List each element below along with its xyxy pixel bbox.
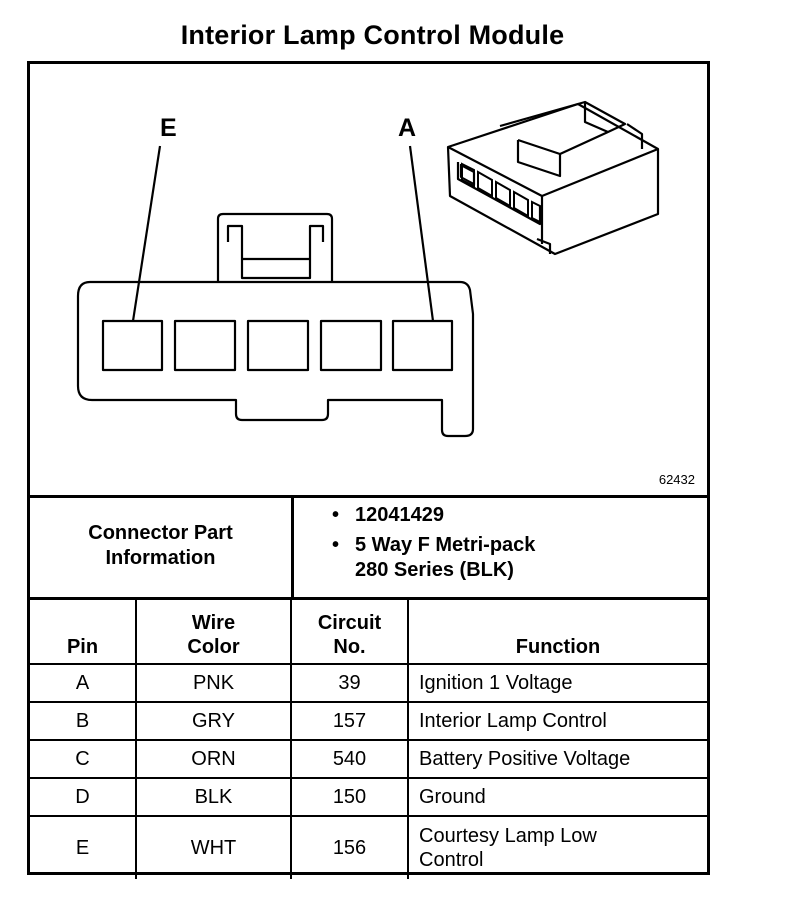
- wire-color-cell: BLK: [135, 777, 292, 817]
- table-row: C ORN 540 Battery Positive Voltage: [30, 739, 707, 779]
- pin-cell: A: [30, 663, 137, 703]
- connector-body: [76, 280, 475, 438]
- function-cell: Ground: [407, 777, 707, 817]
- wire-color-cell: WHT: [135, 815, 292, 879]
- leader-line-a: [408, 145, 435, 322]
- connector-latch-inner: [226, 224, 325, 280]
- header-function: Function: [407, 597, 707, 665]
- connector-info-section: Connector Part Information • 12041429 • …: [30, 495, 707, 600]
- cavity-c: [246, 319, 310, 372]
- connector-card: E A 62432 Connector Part Information • 1…: [27, 61, 710, 879]
- header-circuit-no: Circuit No.: [290, 597, 409, 665]
- pin-label-a: A: [398, 114, 417, 142]
- pin-cell: D: [30, 777, 137, 817]
- circuit-cell: 39: [290, 663, 409, 703]
- table-row: B GRY 157 Interior Lamp Control: [30, 701, 707, 741]
- connector-info-list: • 12041429 • 5 Way F Metri-pack 280 Seri…: [330, 503, 700, 584]
- connector-iso-view: [446, 100, 660, 256]
- pin-cell: B: [30, 701, 137, 741]
- circuit-cell: 150: [290, 777, 409, 817]
- pin-label-e: E: [160, 114, 177, 142]
- connector-part-number: • 12041429: [330, 503, 700, 529]
- cavity-e: [101, 319, 164, 372]
- circuit-cell: 156: [290, 815, 409, 879]
- leader-line-e: [131, 145, 162, 322]
- pin-cell: C: [30, 739, 137, 779]
- wire-color-cell: PNK: [135, 663, 292, 703]
- function-cell: Ignition 1 Voltage: [407, 663, 707, 703]
- wire-color-cell: GRY: [135, 701, 292, 741]
- connector-latch: [216, 212, 334, 282]
- function-cell: Courtesy Lamp Low Control: [407, 815, 707, 879]
- page-title: Interior Lamp Control Module: [180, 20, 565, 50]
- header-wire-color: Wire Color: [135, 597, 292, 665]
- bullet-icon: •: [332, 504, 340, 526]
- iso-cavities: [461, 162, 541, 224]
- function-cell: Battery Positive Voltage: [407, 739, 707, 779]
- header-pin: Pin: [30, 597, 137, 665]
- circuit-cell: 540: [290, 739, 409, 779]
- connector-diagram: E A 62432: [30, 64, 707, 498]
- table-row: A PNK 39 Ignition 1 Voltage: [30, 663, 707, 703]
- function-cell: Interior Lamp Control: [407, 701, 707, 741]
- connector-info-label: Connector Part Information: [30, 495, 294, 597]
- table-row: E WHT 156 Courtesy Lamp Low Control: [30, 815, 707, 879]
- cavity-a: [391, 319, 454, 372]
- pin-table: Pin Wire Color Circuit No. Function A PN…: [30, 597, 707, 879]
- bullet-icon: •: [332, 533, 340, 556]
- connector-description: • 5 Way F Metri-pack 280 Series (BLK): [332, 533, 536, 582]
- figure-id: 62432: [658, 472, 695, 487]
- connector-drawing: [76, 100, 660, 438]
- table-row: D BLK 150 Ground: [30, 777, 707, 817]
- circuit-cell: 157: [290, 701, 409, 741]
- cavity-b: [319, 319, 383, 372]
- wire-color-cell: ORN: [135, 739, 292, 779]
- cavity-d: [173, 319, 237, 372]
- pin-cell: E: [30, 815, 137, 879]
- pin-table-header: Pin Wire Color Circuit No. Function: [30, 597, 707, 665]
